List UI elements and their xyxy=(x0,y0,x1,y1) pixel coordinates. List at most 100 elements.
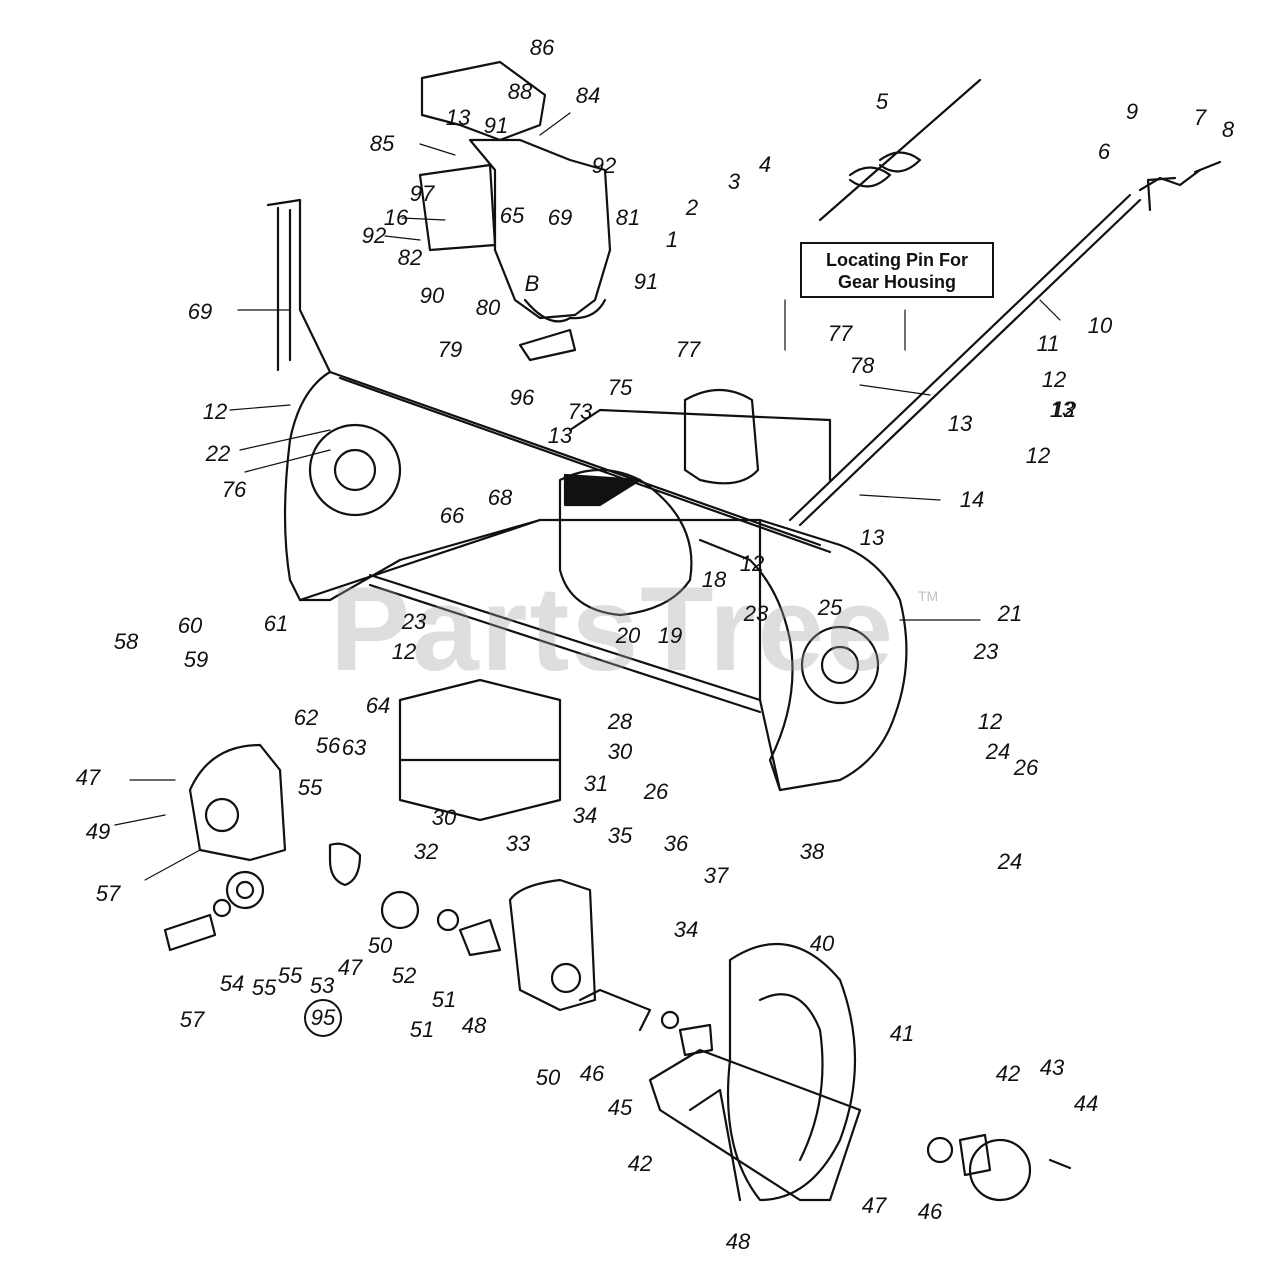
part-label[interactable]: B xyxy=(524,271,540,296)
part-label[interactable]: 64 xyxy=(365,693,391,718)
part-label[interactable]: 34 xyxy=(572,803,598,828)
part-label[interactable]: 47 xyxy=(337,955,363,980)
part-label[interactable]: 69 xyxy=(187,299,213,324)
part-label[interactable]: 3 xyxy=(727,169,741,194)
part-label[interactable]: 55 xyxy=(251,975,277,1000)
part-label[interactable]: 84 xyxy=(575,83,601,108)
part-label[interactable]: 46 xyxy=(579,1061,605,1086)
part-label[interactable]: 24 xyxy=(997,849,1023,874)
part-label[interactable]: 54 xyxy=(219,971,245,996)
part-label[interactable]: 92 xyxy=(591,153,617,178)
part-label[interactable]: 48 xyxy=(725,1229,751,1254)
part-label[interactable]: 32 xyxy=(413,839,439,864)
part-label[interactable]: 5 xyxy=(875,89,889,114)
part-label[interactable]: 30 xyxy=(431,805,457,830)
part-label[interactable]: 92 xyxy=(361,223,387,248)
part-label[interactable]: 55 xyxy=(297,775,323,800)
part-label[interactable]: 13 xyxy=(947,411,973,436)
part-label[interactable]: 1 xyxy=(665,227,679,252)
part-label[interactable]: 10 xyxy=(1087,313,1113,338)
part-label[interactable]: 57 xyxy=(179,1007,205,1032)
part-label[interactable]: 91 xyxy=(483,113,509,138)
part-label[interactable]: 19 xyxy=(657,623,683,648)
part-label[interactable]: 45 xyxy=(607,1095,633,1120)
part-label[interactable]: 7 xyxy=(1193,105,1207,130)
part-label[interactable]: 4 xyxy=(758,152,772,177)
part-label[interactable]: 24 xyxy=(985,739,1011,764)
part-label[interactable]: 25 xyxy=(817,595,843,620)
part-label[interactable]: 42 xyxy=(627,1151,653,1176)
part-label[interactable]: 26 xyxy=(643,779,669,804)
part-label[interactable]: 23 xyxy=(973,639,999,664)
part-label[interactable]: 52 xyxy=(391,963,417,988)
part-label[interactable]: 58 xyxy=(113,629,139,654)
part-label[interactable]: 38 xyxy=(799,839,825,864)
part-label[interactable]: 56 xyxy=(315,733,341,758)
part-label[interactable]: 43 xyxy=(1039,1055,1065,1080)
part-label[interactable]: 41 xyxy=(889,1021,915,1046)
circled-part-number[interactable]: 95 xyxy=(310,1005,336,1030)
part-label[interactable]: 59 xyxy=(183,647,209,672)
part-label[interactable]: 9 xyxy=(1125,99,1139,124)
part-label[interactable]: 51 xyxy=(431,987,457,1012)
part-label[interactable]: 77 xyxy=(675,337,701,362)
part-label[interactable]: 47 xyxy=(861,1193,887,1218)
part-label[interactable]: 30 xyxy=(607,739,633,764)
part-label[interactable]: 50 xyxy=(535,1065,561,1090)
part-label[interactable]: 91 xyxy=(633,269,659,294)
part-label[interactable]: 44 xyxy=(1073,1091,1099,1116)
part-label[interactable]: 85 xyxy=(369,131,395,156)
part-label[interactable]: 51 xyxy=(409,1017,435,1042)
part-label[interactable]: 12 xyxy=(739,551,765,576)
part-label[interactable]: 53 xyxy=(309,973,335,998)
part-label[interactable]: 75 xyxy=(607,375,633,400)
part-label[interactable]: 11 xyxy=(1036,331,1060,356)
part-label[interactable]: 12 xyxy=(977,709,1003,734)
part-label[interactable]: 60 xyxy=(177,613,203,638)
part-label[interactable]: 12 xyxy=(202,399,228,424)
part-label[interactable]: 26 xyxy=(1013,755,1039,780)
part-label[interactable]: 76 xyxy=(221,477,247,502)
part-label[interactable]: 48 xyxy=(461,1013,487,1038)
part-label[interactable]: 12 xyxy=(1025,443,1051,468)
part-label[interactable]: 65 xyxy=(499,203,525,228)
part-label[interactable]: 12 xyxy=(1051,397,1077,422)
part-label[interactable]: 49 xyxy=(85,819,111,844)
part-label[interactable]: 96 xyxy=(509,385,535,410)
part-label[interactable]: 86 xyxy=(529,35,555,60)
part-label[interactable]: 13 xyxy=(859,525,885,550)
part-label[interactable]: 79 xyxy=(437,337,463,362)
part-label[interactable]: 68 xyxy=(487,485,513,510)
part-label[interactable]: 37 xyxy=(703,863,729,888)
part-label[interactable]: 78 xyxy=(849,353,875,378)
part-label[interactable]: 13 xyxy=(547,423,573,448)
part-label[interactable]: 82 xyxy=(397,245,423,270)
part-label[interactable]: 31 xyxy=(583,771,609,796)
part-label[interactable]: 23 xyxy=(743,601,769,626)
part-label[interactable]: 73 xyxy=(567,399,593,424)
part-label[interactable]: 63 xyxy=(341,735,367,760)
part-label[interactable]: 50 xyxy=(367,933,393,958)
part-label[interactable]: 69 xyxy=(547,205,573,230)
part-label[interactable]: 77 xyxy=(827,321,853,346)
part-label[interactable]: 16 xyxy=(383,205,409,230)
part-label[interactable]: 42 xyxy=(995,1061,1021,1086)
part-label[interactable]: 57 xyxy=(95,881,121,906)
part-label[interactable]: 66 xyxy=(439,503,465,528)
part-label[interactable]: 22 xyxy=(205,441,231,466)
part-label[interactable]: 12 xyxy=(391,639,417,664)
part-label[interactable]: 47 xyxy=(75,765,101,790)
part-label[interactable]: 12 xyxy=(1041,367,1067,392)
part-label[interactable]: 55 xyxy=(277,963,303,988)
part-label[interactable]: 97 xyxy=(409,181,435,206)
part-label[interactable]: 21 xyxy=(997,601,1023,626)
part-label[interactable]: 90 xyxy=(419,283,445,308)
part-label[interactable]: 33 xyxy=(505,831,531,856)
part-label[interactable]: 28 xyxy=(607,709,633,734)
part-label[interactable]: 80 xyxy=(475,295,501,320)
part-label[interactable]: 23 xyxy=(401,609,427,634)
part-label[interactable]: 6 xyxy=(1097,139,1111,164)
part-label[interactable]: 88 xyxy=(507,79,533,104)
part-label[interactable]: 61 xyxy=(263,611,289,636)
part-label[interactable]: 35 xyxy=(607,823,633,848)
